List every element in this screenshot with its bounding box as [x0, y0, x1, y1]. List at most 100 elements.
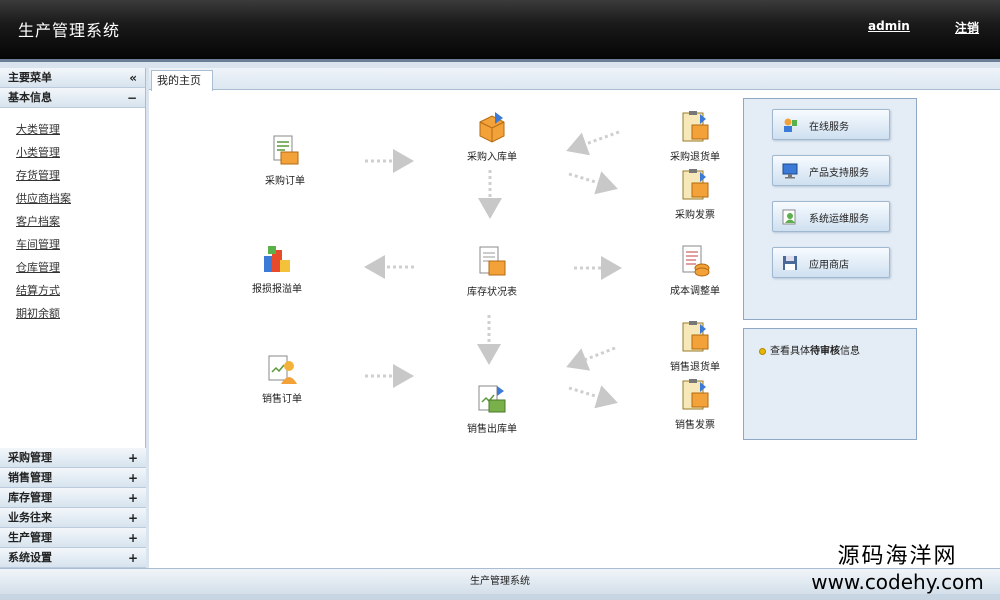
- sidebar-groups: 采购管理 + 销售管理 + 库存管理 + 业务往来 + 生产管理 + 系统设置 +: [0, 448, 146, 568]
- system-ops-label: 系统运维服务: [809, 214, 869, 225]
- minus-icon[interactable]: −: [126, 91, 137, 105]
- sales-order-node[interactable]: 销售订单: [242, 352, 322, 405]
- user-link[interactable]: admin: [868, 19, 910, 33]
- plus-icon[interactable]: +: [127, 471, 138, 485]
- logout-link[interactable]: 注销: [955, 21, 980, 35]
- watermark: 源码海洋网 www.codehy.com: [795, 544, 1000, 594]
- services-panel: 在线服务 产品支持服务 系统运维服务 应用商店: [743, 98, 917, 320]
- group-inventory[interactable]: 库存管理 +: [0, 488, 146, 508]
- clipboard-box-icon: [682, 111, 709, 142]
- sidebar-item-subcategory[interactable]: 小类管理: [16, 146, 60, 159]
- clipboard-box-icon: [682, 379, 709, 410]
- save-disk-icon: [783, 256, 797, 270]
- purchase-return-node[interactable]: 采购退货单: [655, 110, 735, 163]
- sales-invoice-node[interactable]: 销售发票: [655, 378, 735, 431]
- app-store-label: 应用商店: [809, 260, 849, 271]
- online-service-button[interactable]: 在线服务: [772, 109, 890, 140]
- app-store-button[interactable]: 应用商店: [772, 247, 890, 278]
- cost-adjust-node[interactable]: 成本调整单: [655, 244, 735, 297]
- group-label: 销售管理: [8, 471, 52, 484]
- tab-home[interactable]: 我的主页: [151, 70, 213, 91]
- purchase-order-node[interactable]: 采购订单: [245, 134, 325, 187]
- plus-icon[interactable]: +: [127, 491, 138, 505]
- group-label: 生产管理: [8, 531, 52, 544]
- sidebar-item-supplier[interactable]: 供应商档案: [16, 192, 71, 205]
- sidebar-item-category[interactable]: 大类管理: [16, 123, 60, 136]
- group-production[interactable]: 生产管理 +: [0, 528, 146, 548]
- group-label: 系统设置: [8, 551, 52, 564]
- basic-info-list: 大类管理 小类管理 存货管理 供应商档案 客户档案 车间管理 仓库管理 结算方式…: [0, 108, 145, 444]
- group-label: 采购管理: [8, 451, 52, 464]
- purchase-invoice-node[interactable]: 采购发票: [655, 168, 735, 221]
- main-content: 我的主页 采购订单: [149, 68, 1000, 568]
- purchase-order-label: 采购订单: [265, 176, 305, 187]
- monitor-icon: [782, 163, 798, 179]
- damage-node[interactable]: 报损报溢单: [237, 242, 317, 295]
- clipboard-box-icon: [682, 169, 709, 200]
- group-sales[interactable]: 销售管理 +: [0, 468, 146, 488]
- plus-icon[interactable]: +: [127, 451, 138, 465]
- system-ops-button[interactable]: 系统运维服务: [772, 201, 890, 232]
- product-support-label: 产品支持服务: [809, 168, 869, 179]
- purchase-return-label: 采购退货单: [670, 152, 720, 163]
- sidebar: 主要菜单 « 基本信息 − 大类管理 小类管理 存货管理 供应商档案 客户档案 …: [0, 68, 146, 568]
- sales-out-label: 销售出库单: [467, 424, 517, 435]
- status-strip: [0, 594, 1000, 600]
- sidebar-item-workshop[interactable]: 车间管理: [16, 238, 60, 251]
- chart-person-icon: [268, 355, 297, 384]
- basic-info-label: 基本信息: [8, 91, 52, 104]
- sidebar-item-customer[interactable]: 客户档案: [16, 215, 60, 228]
- plus-icon[interactable]: +: [127, 551, 138, 565]
- collapse-icon[interactable]: «: [129, 71, 137, 85]
- bullet-icon: [759, 348, 766, 355]
- flow-arrows: [364, 130, 622, 409]
- document-basket-icon: [273, 135, 299, 165]
- app-title: 生产管理系统: [18, 21, 121, 40]
- damage-label: 报损报溢单: [252, 284, 302, 295]
- inventory-node[interactable]: 库存状况表: [452, 245, 532, 298]
- sidebar-item-settlement[interactable]: 结算方式: [16, 284, 60, 297]
- inventory-label: 库存状况表: [467, 287, 517, 298]
- purchase-in-label: 采购入库单: [467, 152, 517, 163]
- plus-icon[interactable]: +: [127, 531, 138, 545]
- sidebar-item-warehouse[interactable]: 仓库管理: [16, 261, 60, 274]
- main-menu-label: 主要菜单: [8, 71, 52, 84]
- list-coins-icon: [682, 245, 710, 277]
- online-service-label: 在线服务: [809, 122, 849, 133]
- sidebar-item-stock[interactable]: 存货管理: [16, 169, 60, 182]
- document-box-icon: [479, 246, 506, 276]
- group-system[interactable]: 系统设置 +: [0, 548, 146, 568]
- watermark-line2: www.codehy.com: [811, 570, 984, 594]
- notice-panel: 查看具体待审核信息: [743, 328, 917, 440]
- notice-suffix: 信息: [840, 346, 860, 357]
- footer: 生产管理系统: [0, 568, 1000, 594]
- box-arrow-icon: [479, 112, 505, 143]
- group-label: 库存管理: [8, 491, 52, 504]
- tab-bar: 我的主页: [149, 68, 1000, 91]
- main-menu-header[interactable]: 主要菜单 «: [0, 68, 145, 88]
- clipboard-box-icon: [682, 321, 709, 352]
- cost-adjust-label: 成本调整单: [670, 286, 720, 297]
- watermark-line1: 源码海洋网: [837, 544, 958, 569]
- sales-return-node[interactable]: 销售退货单: [655, 320, 735, 373]
- basic-info-header[interactable]: 基本信息 −: [0, 88, 145, 108]
- footer-text: 生产管理系统: [470, 576, 530, 587]
- notice-prefix: 查看具体: [770, 346, 810, 357]
- plus-icon[interactable]: +: [127, 511, 138, 525]
- group-purchase[interactable]: 采购管理 +: [0, 448, 146, 468]
- blocks-icon: [264, 246, 290, 272]
- user-settings-icon: [782, 209, 796, 225]
- sales-order-label: 销售订单: [262, 394, 302, 405]
- product-support-button[interactable]: 产品支持服务: [772, 155, 890, 186]
- sales-invoice-label: 销售发票: [675, 420, 715, 431]
- pending-review-link[interactable]: 查看具体待审核信息: [759, 342, 860, 357]
- group-label: 业务往来: [8, 511, 52, 524]
- purchase-in-node[interactable]: 采购入库单: [452, 110, 532, 163]
- top-header: 生产管理系统 admin 注销: [0, 0, 1000, 62]
- sidebar-item-opening-balance[interactable]: 期初余额: [16, 307, 60, 320]
- chart-box-icon: [478, 385, 506, 413]
- purchase-invoice-label: 采购发票: [675, 210, 715, 221]
- sales-out-node[interactable]: 销售出库单: [452, 382, 532, 435]
- group-business[interactable]: 业务往来 +: [0, 508, 146, 528]
- online-service-icon: [784, 118, 797, 132]
